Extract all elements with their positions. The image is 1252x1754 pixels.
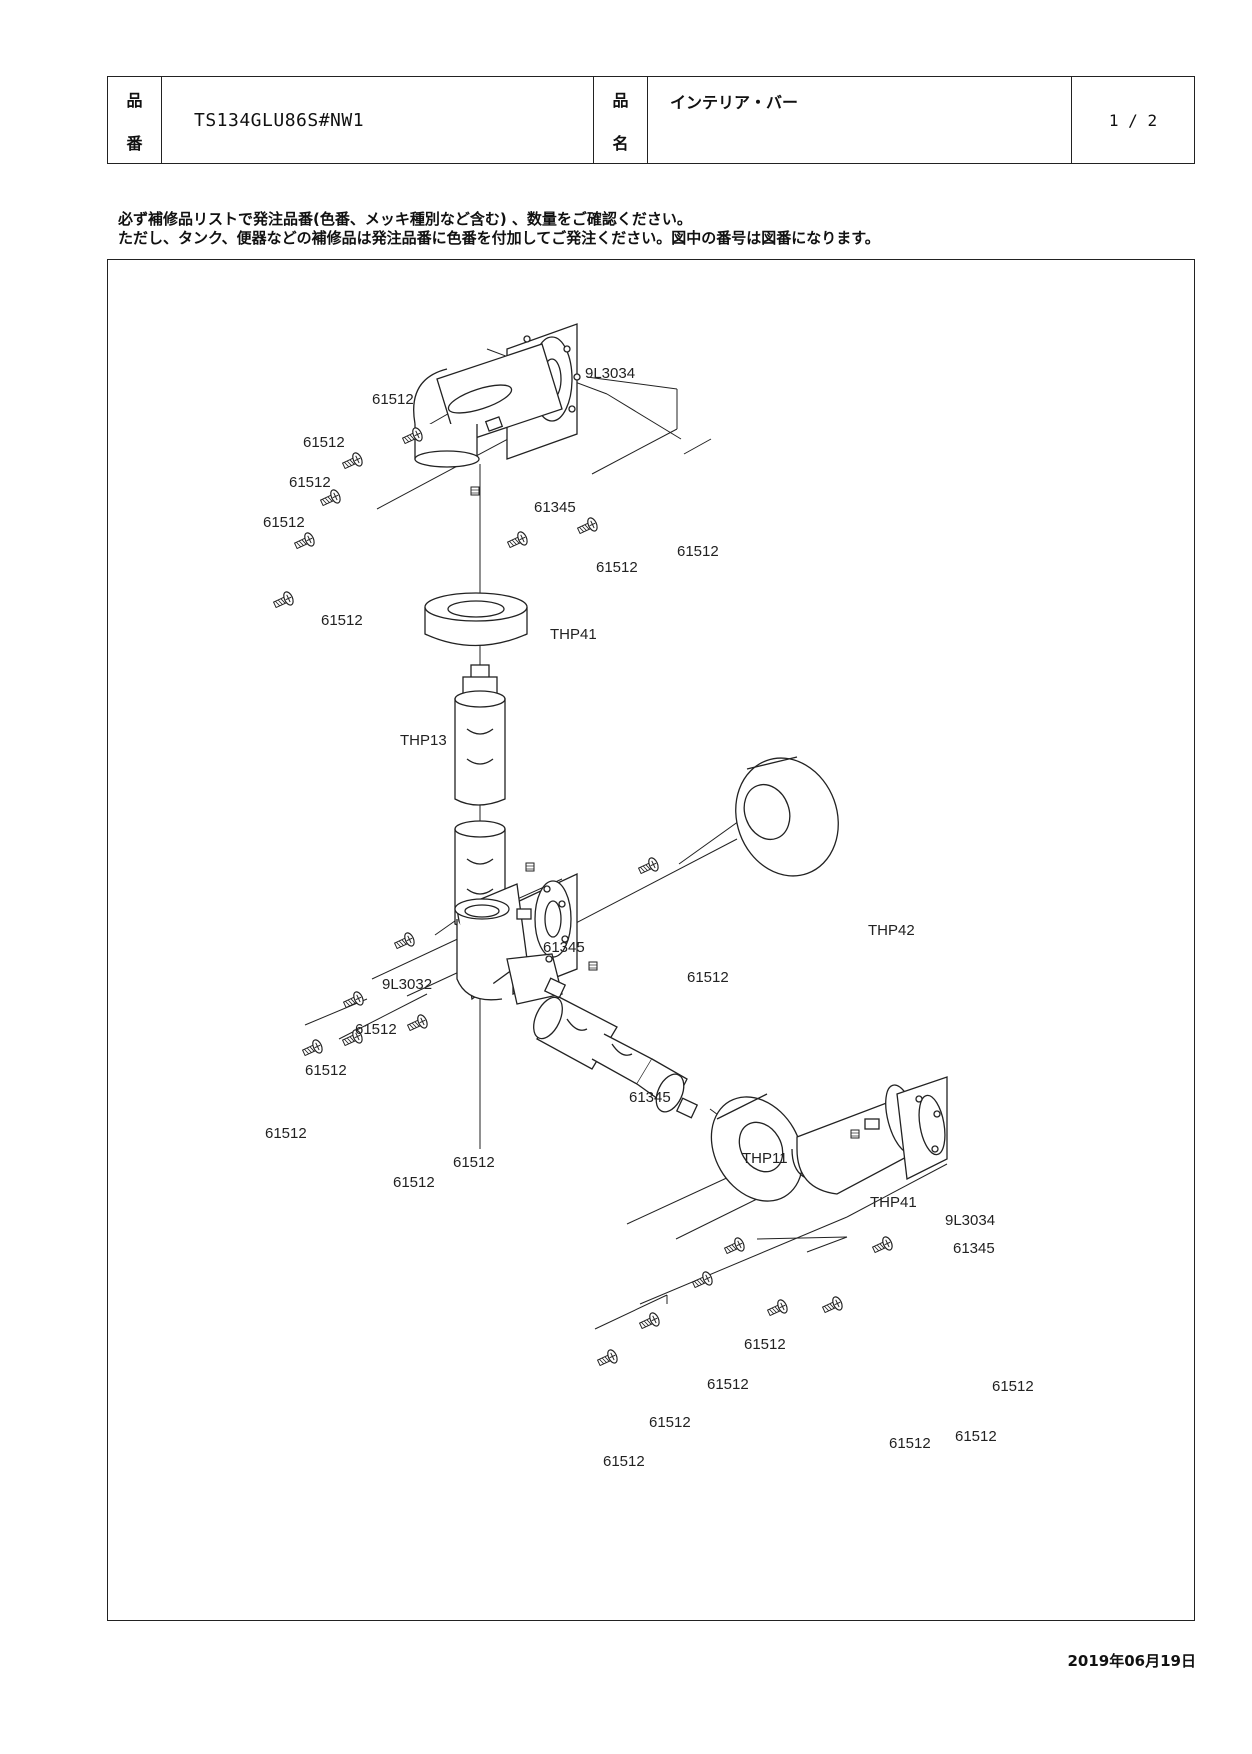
label-thp41-bottom: THP41 [870,1194,917,1211]
screw-icon [505,529,530,552]
part-name-label-bottom: 名 [612,133,629,153]
label-61512-c: 61512 [289,474,331,491]
screw-icon [690,1269,715,1292]
label-thp13: THP13 [400,732,447,749]
part-name: インテリア・バー [648,77,1072,163]
label-61512-s: 61512 [889,1435,931,1452]
label-9l3034-top: 9L3034 [585,365,635,382]
part-name-label-top: 品 [612,90,629,110]
label-61512-q: 61512 [649,1414,691,1431]
screw-icon [722,1235,747,1258]
page-number: 1 / 2 [1108,110,1158,130]
screw-icon [765,1297,790,1320]
label-61512-h: 61512 [687,969,729,986]
screw-icon [292,530,317,553]
screw-icon [340,450,365,473]
issue-date: 2019年06月19日 [1067,1652,1197,1670]
screw-icon [300,1037,325,1060]
label-thp41-top: THP41 [550,626,597,643]
instruction-line-2: ただし、タンク、便器などの補修品は発注品番に色番を付加してご発注ください。図中の… [118,229,880,247]
diagram-frame [107,259,1195,1621]
instruction-line-1: 必ず補修品リストで発注品番(色番、メッキ種別など含む) 、数量をご確認ください。 [118,210,692,228]
label-61512-o: 61512 [992,1378,1034,1395]
screw-icon [637,1310,662,1333]
label-61512-e: 61512 [677,543,719,560]
part-number: TS134GLU86S#NW1 [162,77,594,163]
label-61345-top: 61345 [534,499,576,516]
label-61512-t: 61512 [603,1453,645,1470]
screw-icon [405,1012,430,1035]
label-61512-d: 61512 [263,514,305,531]
label-61512-m: 61512 [393,1174,435,1191]
label-61512-n: 61512 [744,1336,786,1353]
horizontal-grab-bar [533,977,699,1119]
exploded-parts-diagram: 9L3034 61512 61512 61512 61512 61345 615… [263,323,1034,1470]
label-61512-k: 61512 [265,1125,307,1142]
top-wall-bracket [413,323,581,468]
part-number-label-bottom: 番 [126,133,143,153]
screw-icon [870,1234,895,1257]
label-61512-l: 61512 [453,1154,495,1171]
clip-icon [588,961,598,971]
label-61512-b: 61512 [303,434,345,451]
clip-icon [470,486,480,496]
label-61345-mid: 61345 [543,939,585,956]
large-escutcheon-cover [735,756,839,877]
label-thp11: THP11 [742,1150,788,1167]
label-61345-low: 61345 [629,1089,671,1106]
bottom-escutcheon-cover [710,1093,804,1202]
clip-icon [850,1129,860,1139]
label-9l3034-bottom: 9L3034 [945,1212,995,1229]
screw-icon [271,589,296,612]
label-61512-j: 61512 [305,1062,347,1079]
top-escutcheon-cover [424,592,528,647]
instructions: 必ず補修品リストで発注品番(色番、メッキ種別など含む) 、数量をご確認ください。… [118,210,880,248]
title-block: 品 番 TS134GLU86S#NW1 品 名 インテリア・バー 1 / 2 [107,76,1195,164]
label-61512-r: 61512 [955,1428,997,1445]
bottom-wall-bracket [791,1076,948,1195]
label-61512-a: 61512 [372,391,414,408]
label-9l3032: 9L3032 [382,976,432,993]
label-thp42: THP42 [868,922,915,939]
label-61512-p: 61512 [707,1376,749,1393]
screw-icon [575,515,600,538]
part-number-label: 品 番 [108,77,162,163]
label-61345-bottom: 61345 [953,1240,995,1257]
label-61512-f: 61512 [596,559,638,576]
screw-icon [636,855,661,878]
part-name-label: 品 名 [594,77,648,163]
clip-icon [525,862,535,872]
screw-icon [392,930,417,953]
label-61512-i: 61512 [355,1021,397,1038]
screw-icon [318,487,343,510]
screw-icon [595,1347,620,1370]
part-number-label-top: 品 [126,90,143,110]
part-labels: 9L3034 61512 61512 61512 61512 61345 615… [263,365,1034,1470]
screw-icon [820,1294,845,1317]
label-61512-g: 61512 [321,612,363,629]
